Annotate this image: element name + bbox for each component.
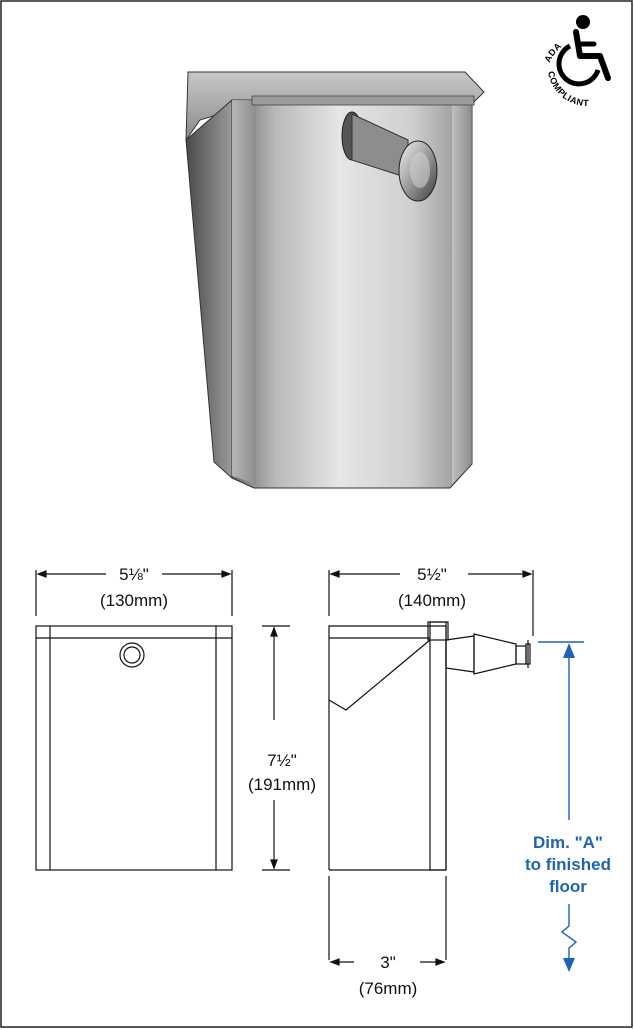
height-in: 7½" bbox=[267, 751, 297, 770]
dispenser-valve-icon bbox=[341, 111, 438, 202]
side-depth-mm: (140mm) bbox=[398, 591, 466, 610]
badge-text-bottom: COMPLIANT bbox=[546, 70, 589, 108]
height-mm: (191mm) bbox=[248, 775, 316, 794]
side-base-in: 3" bbox=[380, 953, 396, 972]
front-width-in: 5⅛" bbox=[119, 565, 149, 584]
side-view-drawing bbox=[328, 570, 534, 966]
floor-dim-line2: to finished bbox=[525, 855, 611, 874]
floor-dim-line3: floor bbox=[549, 877, 587, 896]
front-view-drawing bbox=[35, 570, 233, 871]
ada-compliant-badge: ADA COMPLIANT bbox=[542, 15, 611, 108]
product-photo bbox=[185, 71, 485, 489]
side-base-mm: (76mm) bbox=[359, 979, 418, 998]
front-width-mm: (130mm) bbox=[100, 591, 168, 610]
floor-dim-line1: Dim. "A" bbox=[533, 833, 603, 852]
floor-dimension bbox=[538, 641, 584, 972]
height-dimension bbox=[262, 625, 290, 871]
side-depth-in: 5½" bbox=[417, 565, 447, 584]
wheelchair-icon bbox=[556, 15, 611, 87]
